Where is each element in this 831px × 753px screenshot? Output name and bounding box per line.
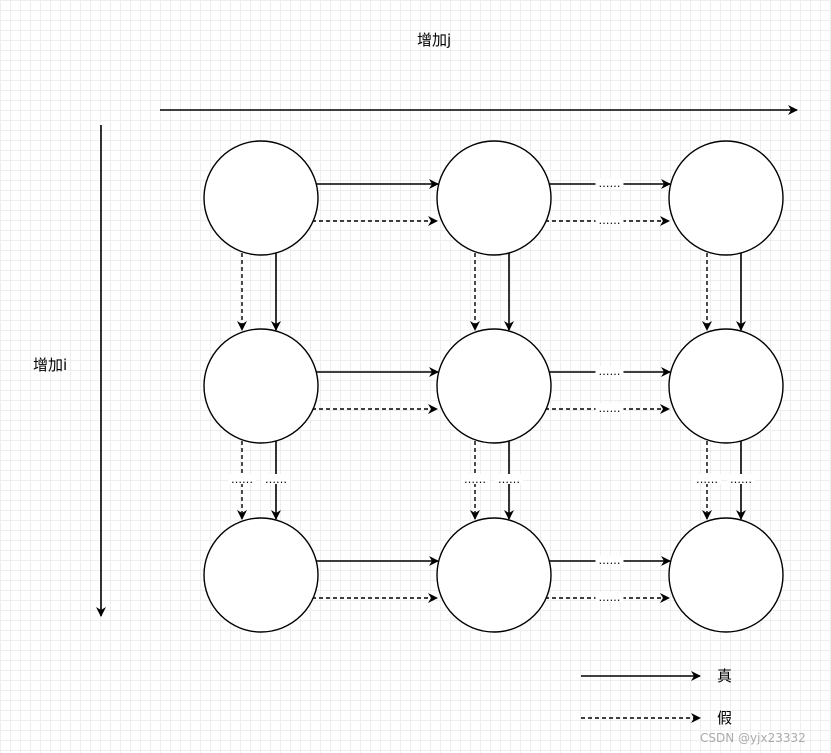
ellipsis-v-true-c0-mask (262, 474, 290, 484)
ellipsis-h-false-r0-mask (595, 215, 624, 225)
ellipsis-h-false-r0: …… (599, 214, 621, 227)
ellipsis-h-false-r1-mask (595, 403, 624, 413)
node-r1-c1 (436, 328, 552, 444)
ellipsis-v-false-c2: …… (696, 473, 718, 486)
ellipsis-v-true-c1: …… (498, 473, 520, 486)
ellipsis-h-false-r2: …… (599, 591, 621, 604)
ellipsis-v-true-c1-mask (495, 474, 523, 484)
legend-solid-label: 真 (717, 667, 732, 685)
ellipsis-h-false-r2-mask (595, 592, 624, 602)
axis-i-label: 增加i (33, 356, 67, 374)
node-r2-c0 (203, 517, 319, 633)
watermark: CSDN @yjx23332 (700, 731, 806, 745)
ellipsis-v-false-c1-mask (461, 474, 489, 484)
node-r2-c1 (436, 517, 552, 633)
ellipsis-v-false-c2-mask (693, 474, 721, 484)
ellipsis-v-false-c0: …… (231, 473, 253, 486)
ellipsis-h-true-r2-mask (595, 555, 624, 565)
ellipsis-h-true-r1: …… (599, 365, 621, 378)
ellipsis-h-true-r0: …… (599, 177, 621, 190)
node-r0-c0 (203, 140, 319, 256)
ellipsis-h-true-r2: …… (599, 554, 621, 567)
ellipsis-v-true-c2-mask (727, 474, 755, 484)
node-r0-c2 (668, 140, 784, 256)
ellipsis-group: …… …… …… …… …… …… …… …… …… …… …… …… (228, 177, 755, 604)
ellipsis-v-false-c1: …… (464, 473, 486, 486)
ellipsis-v-true-c0: …… (265, 473, 287, 486)
node-r0-c1 (436, 140, 552, 256)
ellipsis-v-false-c0-mask (228, 474, 256, 484)
ellipsis-h-true-r1-mask (595, 366, 624, 376)
legend-dashed-label: 假 (717, 709, 732, 727)
ellipsis-h-true-r0-mask (595, 178, 624, 188)
node-r2-c2 (668, 517, 784, 633)
ellipsis-v-true-c2: …… (730, 473, 752, 486)
node-r1-c0 (203, 328, 319, 444)
ellipsis-h-false-r1: …… (599, 402, 621, 415)
axis-j-label: 增加j (417, 31, 451, 49)
nodes-group (203, 140, 784, 633)
node-r1-c2 (668, 328, 784, 444)
legend: 真 假 (581, 667, 732, 727)
